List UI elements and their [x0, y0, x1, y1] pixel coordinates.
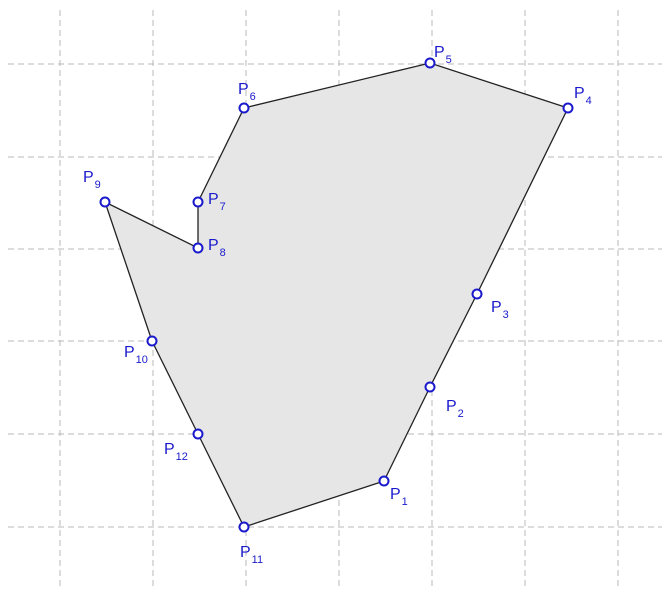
vertex-p10: [146, 335, 158, 347]
label-p1: P1: [390, 486, 408, 508]
vertex-p11: [238, 521, 250, 533]
label-p3: P3: [491, 299, 509, 321]
vertex-p3: [471, 288, 483, 300]
label-p5: P5: [434, 44, 452, 66]
vertex-p7: [192, 196, 204, 208]
label-p11: P11: [240, 544, 263, 566]
vertex-p5: [424, 57, 436, 69]
vertex-p1: [378, 475, 390, 487]
label-p9: P9: [83, 169, 101, 191]
vertex-p4: [562, 102, 574, 114]
label-p4: P4: [574, 85, 592, 107]
vertex-p2: [424, 381, 436, 393]
vertices: [99, 57, 574, 533]
vertex-p6: [238, 102, 250, 114]
label-p7: P7: [208, 191, 226, 213]
vertex-p8: [192, 242, 204, 254]
vertex-p12: [192, 428, 204, 440]
vertex-p9: [99, 196, 111, 208]
label-p10: P10: [124, 344, 148, 366]
label-p2: P2: [446, 398, 464, 420]
label-p6: P6: [238, 81, 256, 103]
label-p12: P12: [164, 441, 188, 463]
label-p8: P8: [208, 237, 226, 259]
